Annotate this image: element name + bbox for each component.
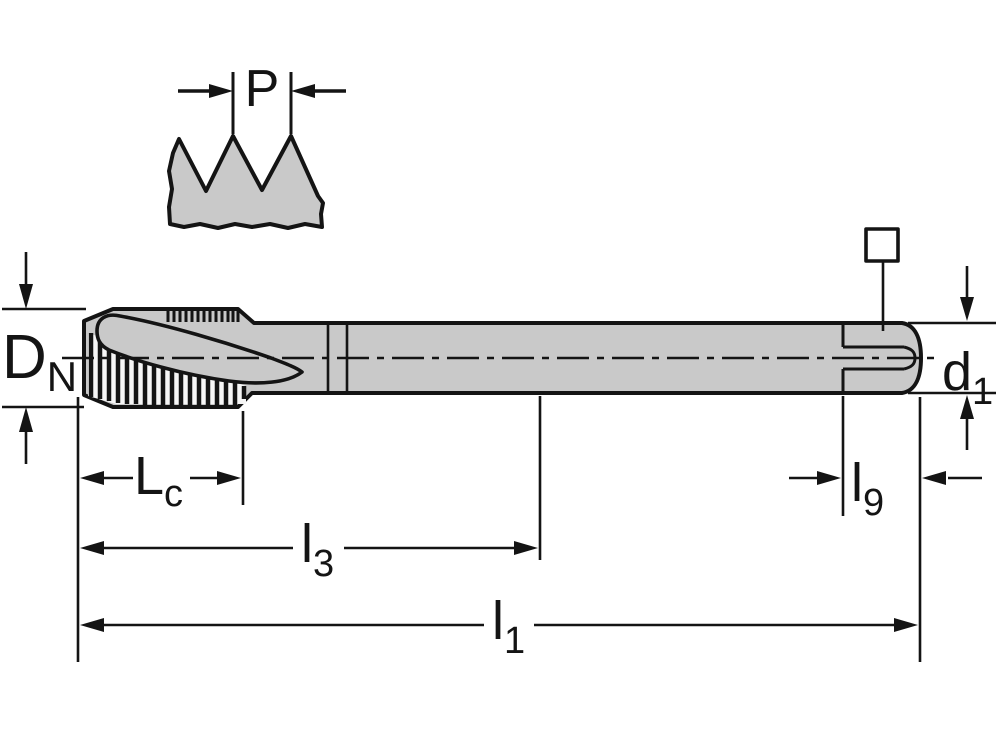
lc-label-sub: c (164, 473, 183, 515)
thread-profile-shape (167, 134, 325, 230)
thread-crest-comb (166, 311, 240, 322)
l1-arrow-left (80, 618, 104, 632)
pitch-dimension: P (178, 60, 346, 118)
dimension-overall-length: l1 (80, 591, 918, 662)
nominal-diameter-label: DN (2, 323, 77, 400)
dimension-shank-diameter: d1 (908, 266, 996, 450)
lc-arrow-left (80, 471, 104, 485)
shank-diameter-label: d1 (942, 342, 993, 413)
dimension-nominal-diameter: DN (2, 252, 86, 464)
square-drive-edges (841, 324, 904, 392)
dn-arrow-bottom (19, 407, 33, 432)
d1-arrow-bottom (960, 395, 974, 419)
square-length-label: l9 (851, 453, 884, 524)
dn-extension-lines (2, 307, 86, 409)
l3-arrow-right (514, 541, 538, 555)
d1-extension-lines (908, 321, 996, 395)
d1-label-main: d (942, 342, 972, 402)
dn-label-main: D (2, 323, 47, 392)
square-symbol-icon (864, 227, 900, 263)
lc-label-main: L (134, 446, 164, 506)
l1-arrow-right (894, 618, 918, 632)
chamfer-length-label: Lc (134, 446, 183, 515)
thread-profile-detail: P (167, 60, 346, 230)
l9-arrow-left (817, 471, 841, 485)
pitch-label-main: P (245, 60, 280, 118)
tap-body (62, 227, 940, 409)
pitch-arrow-right (291, 84, 315, 98)
dimension-thread-length: l3 (80, 396, 542, 585)
l9-arrow-right (922, 471, 946, 485)
lc-arrow-right (217, 471, 241, 485)
pitch-dimension-label: P (245, 60, 280, 118)
overall-length-label: l1 (492, 591, 525, 662)
dimension-square-length: l9 (789, 396, 982, 524)
thread-groove-bars (88, 333, 247, 406)
dn-arrow-top (19, 284, 33, 309)
l9-label-main: l (851, 453, 863, 513)
thread-texture (88, 311, 304, 406)
l9-label-sub: 9 (863, 482, 884, 524)
l1-label-main: l (492, 591, 504, 651)
dimension-chamfer-length: Lc (80, 411, 245, 515)
dn-label-sub: N (47, 353, 77, 400)
pitch-extension-lines (231, 72, 293, 134)
l3-label-sub: 3 (313, 543, 334, 585)
spiral-flute (95, 313, 304, 385)
l1-label-sub: 1 (504, 620, 525, 662)
l3-arrow-left (80, 541, 104, 555)
l3-label-main: l (301, 514, 313, 574)
square-drive (841, 227, 917, 392)
d1-arrow-top (960, 297, 974, 321)
thread-length-label: l3 (301, 514, 334, 585)
d1-label-sub: 1 (972, 371, 993, 413)
pitch-arrow-left (209, 84, 233, 98)
